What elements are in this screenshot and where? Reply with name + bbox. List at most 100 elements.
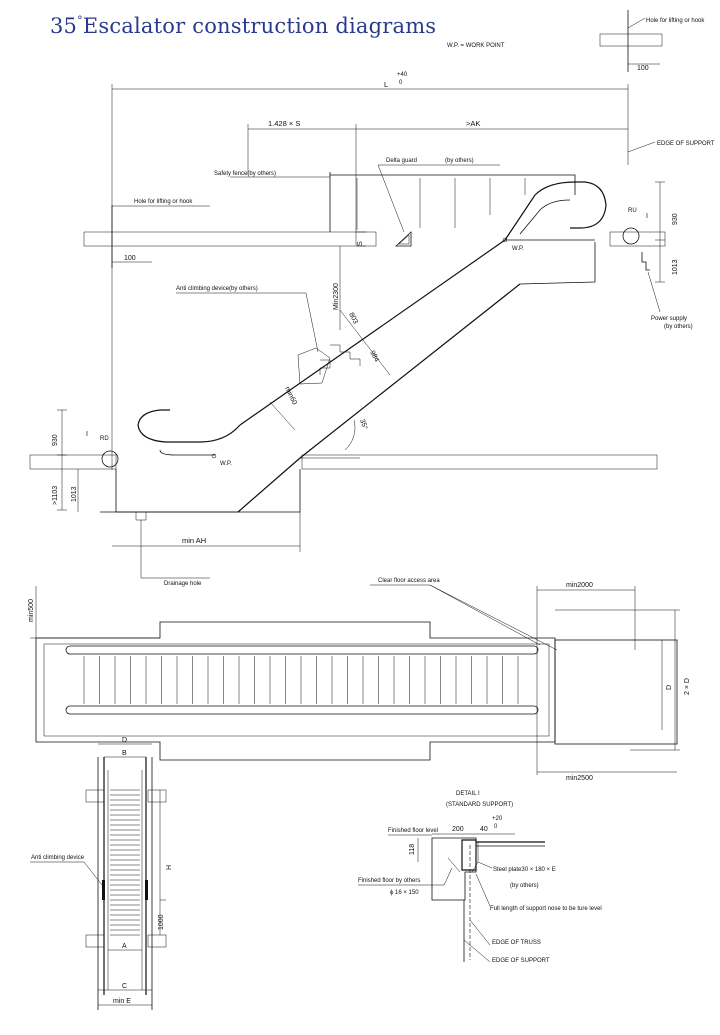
lower-pit-outline [100,469,301,513]
power-supply-conduit [641,252,650,271]
front-slab-right-top [147,789,167,803]
dim-l-tol-plus: +40 [397,72,408,78]
ru-label: RU [628,208,637,214]
min500-text: min500 [28,599,35,622]
lower-handrail-newel [137,409,241,443]
truss-top-line [239,239,506,426]
plan-handrail-top [65,645,539,655]
wp-lower-label: W.P. [220,461,232,467]
dim-40-text: 40 [480,826,488,833]
dim-h-text: H [166,865,173,870]
title-text: Escalator construction diagrams [82,14,437,38]
power-supply-leader [647,271,661,313]
anti-climbing-label: Anti climbing device(by others) [176,286,258,292]
lower-pit-bottom [115,469,238,513]
detail-rebar [447,857,461,873]
dim-ak-text: >AK [466,119,480,128]
upper-handrail-inner [519,199,571,235]
lower-floor-slab-left [29,454,117,470]
clear-floor-area [554,639,678,745]
dim-930-upper: 930 [672,213,679,225]
dim-b-text: B [122,750,127,757]
edge-support-label-d: EDGE OF SUPPORT [492,958,550,964]
safety-fence-label: Safety fence(by others) [214,171,276,177]
plan-outline [35,621,556,761]
steel-plate-by-others: (by others) [510,883,539,889]
ru-detail-circle [622,227,640,245]
front-outer-walls [97,757,153,1010]
top-hole-leader [627,17,646,29]
dim-1013-lower: 1013 [71,486,78,502]
full-length-label: Full length of support nose to be ture l… [490,906,602,912]
plan-inner-outline [43,643,550,737]
front-anti-climb-right [145,880,148,900]
dim-930-lower: 930 [52,434,59,446]
title-degree: ° [77,14,83,27]
wp-upper-point [502,237,508,243]
edge-support-leader [627,141,656,153]
front-inner-lines [107,770,143,990]
steel-plate-leader [477,861,493,869]
left-100-text: 100 [124,255,136,262]
edge-support-leader-d [463,939,491,963]
plan-steps [83,656,519,704]
rd-detail-circle [101,450,119,468]
detail-concrete [431,837,477,901]
delta-guard-by-others: (by others) [445,158,474,164]
finished-floor-label: Finished floor level [388,828,438,834]
min2500-text: min2500 [566,775,593,782]
clear-floor-label: Clear floor access area [378,578,440,584]
dim-984-text: 984 [368,350,380,364]
edge-truss-leader [469,919,491,946]
front-slab-left-top [85,789,105,803]
finished-by-others-label: Finished floor by others [358,878,420,884]
anti-climbing-mesh [297,347,331,385]
drainage-hole-shape [135,512,147,521]
tol-plus-text: +20 [492,816,503,822]
dim-l-tol-zero: 0 [399,80,403,86]
dim-d-text: D [122,737,127,744]
rd-label: RD [100,436,109,442]
front-view: D B Anti climbing device H 1000 A C [30,737,173,1010]
delta-guard-inner [398,234,410,245]
dim-1013-upper: 1013 [672,259,679,275]
front-anti-climb-leader [83,861,103,886]
d-text: D [666,685,673,690]
wp-legend: W.P. = WORK POINT [447,43,505,49]
full-length-leader [475,873,491,907]
detail-subtitle: (STANDARD SUPPORT) [446,802,513,808]
angle-text: 35° [358,418,369,431]
plan-handrail-bottom [65,705,539,715]
steps-profile [319,344,361,375]
ru-detail-mark: I [646,213,648,220]
dim-min60-text: min60 [283,386,298,406]
plan-view: min500 Clear floor access area min2000 m… [28,578,691,782]
clear-floor-leader-1 [429,584,558,651]
rebar-leader [443,867,453,886]
left-hole-label: Hole for lifting or hook [134,199,193,205]
dim-a-text: A [122,943,127,950]
dim-ah-text: min AH [182,536,206,545]
front-anti-climb-label: Anti climbing device [31,855,85,861]
dim-c-text: C [122,983,127,990]
dim-118-text: 118 [409,844,416,855]
title-number: 35 [50,14,78,38]
lower-floor-slab-right [301,454,658,470]
dim-min60-line [269,401,296,431]
upper-pit [519,242,596,285]
power-supply-label: Power supply [651,316,687,322]
top-hole-label: Hole for lifting or hook [646,18,705,24]
front-steps [110,789,140,936]
dim-200-text: 200 [452,826,464,833]
rd-detail-mark: I [86,431,88,438]
angle-arc [344,419,356,451]
drainage-label: Drainage hole [164,581,202,587]
detail-title: DETAIL I [456,791,480,797]
dim-1103-lower: >1103 [52,486,59,505]
lower-landing-plate [159,449,215,456]
edge-support-label: EDGE OF SUPPORT [657,141,715,147]
rebar-label: ϕ 16 × 150 [390,890,419,896]
detail-support-angle [461,839,477,871]
